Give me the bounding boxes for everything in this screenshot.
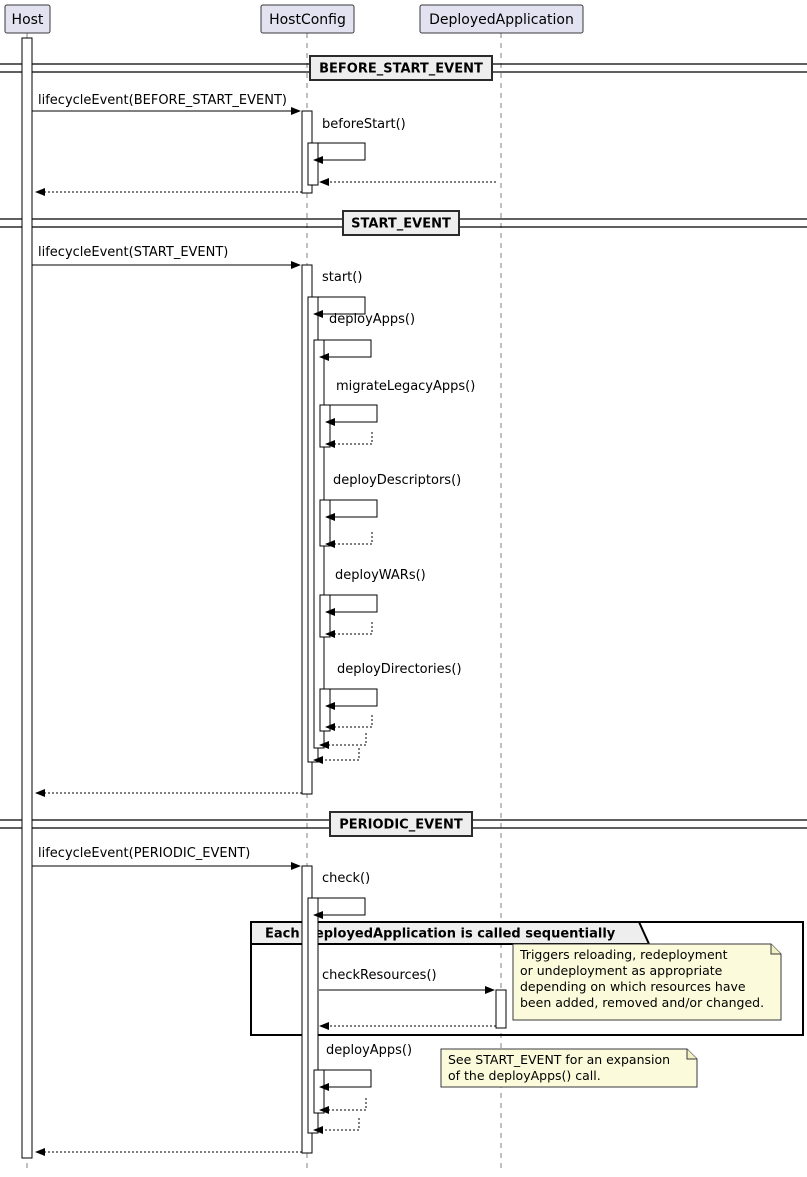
participants-layer: Host HostConfig DeployedApplication	[4, 4, 584, 34]
note-line-note-deploy-apps-1: of the deployApps() call.	[448, 1068, 601, 1083]
self-message-m12	[325, 594, 378, 616]
return-message-m16	[319, 733, 367, 749]
message-label-m5: lifecycleEvent(START_EVENT)	[38, 245, 228, 260]
self-message-m7	[319, 339, 372, 361]
messages-layer: lifecycleEvent(BEFORE_START_EVENT)before…	[32, 93, 496, 1156]
self-message-m23	[319, 1069, 372, 1091]
activation-bar-act-cfg-migrate	[319, 404, 331, 448]
self-message-m10	[325, 499, 378, 521]
note-line-note-check-resources-0: Triggers reloading, redeployment	[519, 947, 728, 962]
participant-box-host[interactable]	[4, 4, 51, 34]
divider-label-periodic: PERIODIC_EVENT	[339, 818, 463, 833]
message-label-m6: start()	[322, 270, 362, 285]
activation-bar-act-cfg-wars	[319, 594, 331, 638]
message-label-m1: lifecycleEvent(BEFORE_START_EVENT)	[38, 93, 287, 108]
participant-box-config[interactable]	[260, 4, 355, 34]
participant-app[interactable]: DeployedApplication	[419, 4, 584, 34]
return-message-m15	[325, 715, 373, 731]
message-label-m14: deployDirectories()	[337, 662, 462, 677]
note-fold-note-check-resources	[770, 944, 781, 955]
return-message-m13	[325, 622, 373, 638]
message-label-m2: beforeStart()	[322, 117, 406, 132]
self-message-m20	[313, 897, 366, 919]
return-message-m9	[325, 432, 373, 448]
divider-box-before-start	[309, 55, 493, 81]
self-message-m14	[325, 688, 378, 710]
return-message-m25	[313, 1118, 360, 1134]
divider-label-start: START_EVENT	[351, 217, 451, 232]
message-label-m8: migrateLegacyApps()	[336, 379, 475, 394]
participant-config[interactable]: HostConfig	[260, 4, 355, 34]
divider-label-before-start: BEFORE_START_EVENT	[319, 62, 483, 77]
message-label-m19: lifecycleEvent(PERIODIC_EVENT)	[38, 846, 250, 861]
note-line-note-check-resources-3: been added, removed and/or changed.	[520, 995, 764, 1010]
activation-bar-act-cfg-dirs	[319, 688, 331, 732]
return-message-m24	[319, 1098, 367, 1114]
message-label-m12: deployWARs()	[335, 568, 426, 583]
activation-bar-act-cfg-bse-self	[307, 142, 319, 186]
self-message-m8	[325, 404, 378, 426]
divider-box-start	[342, 210, 460, 236]
participant-label-config: HostConfig	[269, 12, 346, 28]
participant-label-app: DeployedApplication	[429, 12, 574, 28]
note-fold-note-deploy-apps	[686, 1049, 697, 1060]
message-label-m7: deployApps()	[329, 312, 415, 327]
note-line-note-deploy-apps-0: See START_EVENT for an expansion	[448, 1052, 670, 1067]
activation-bar-act-cfg-descr	[319, 499, 331, 547]
participant-label-host: Host	[12, 12, 44, 28]
message-label-m20: check()	[322, 871, 370, 886]
message-label-m10: deployDescriptors()	[333, 473, 461, 488]
note-body-note-check-resources	[512, 943, 782, 1021]
group-label-each-app: Each DeployedApplication is called seque…	[265, 927, 616, 942]
activation-bar-act-host-main	[21, 37, 33, 1159]
message-label-m21: checkResources()	[322, 968, 437, 983]
dividers-layer: BEFORE_START_EVENT START_EVENT PERIODIC_EV…	[309, 55, 493, 837]
activation-bar-act-cfg-deploy2	[313, 1069, 325, 1114]
message-label-m23: deployApps()	[326, 1043, 412, 1058]
note-line-note-check-resources-2: depending on which resources have	[520, 979, 746, 994]
activation-bar-act-app-chk	[495, 989, 507, 1029]
note-body-note-deploy-apps	[440, 1048, 698, 1088]
self-message-m2	[313, 142, 366, 164]
return-message-m17	[313, 748, 360, 764]
participant-box-app[interactable]	[419, 4, 584, 34]
participant-host[interactable]: Host	[4, 4, 51, 34]
divider-box-periodic	[329, 811, 473, 837]
return-message-m11	[325, 532, 373, 548]
self-message-m6	[313, 296, 366, 318]
note-line-note-check-resources-1: or undeployment as appropriate	[520, 963, 723, 978]
